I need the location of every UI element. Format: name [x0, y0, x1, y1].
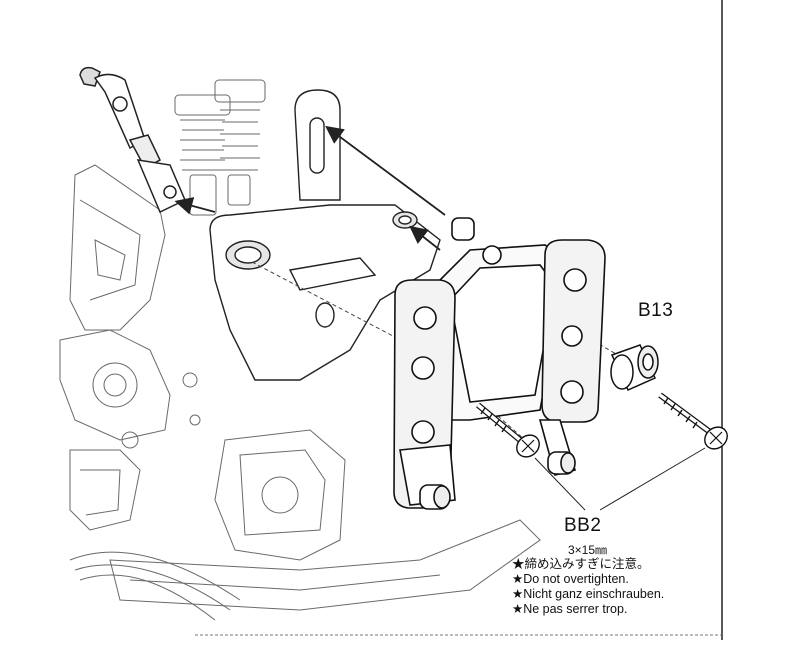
- damper-spring-left: [174, 94, 231, 216]
- damper-spring-center: [214, 79, 266, 206]
- screw-icon: [476, 392, 728, 458]
- arrow-to-mount: [409, 225, 441, 251]
- arrow-to-rod: [174, 197, 216, 215]
- part-size-bb2: 3×15㎜: [568, 543, 608, 557]
- note-french: ★Ne pas serrer trop.: [512, 602, 628, 616]
- note-english: ★Do not overtighten.: [512, 572, 629, 586]
- alignment-lines: [251, 261, 641, 441]
- arrow-to-tower: [325, 125, 446, 216]
- note-german: ★Nicht ganz einschrauben.: [512, 587, 665, 601]
- note-japanese: ★締め込みすぎに注意。: [512, 557, 650, 571]
- arrow-icon: [174, 125, 446, 251]
- chassis-background: [59, 79, 541, 621]
- bb2-leaders: [534, 447, 706, 511]
- caution-notes: ★締め込みすぎに注意。 ★Do not overtighten. ★Nicht …: [512, 557, 664, 617]
- mount-bracket: [393, 217, 606, 510]
- shock-tower: [209, 89, 441, 381]
- part-label-b13: B13: [638, 300, 674, 321]
- link-rod: [79, 66, 186, 214]
- collar-icon: [419, 451, 576, 510]
- collar-b13: [610, 344, 659, 391]
- part-label-bb2: BB2: [564, 515, 602, 536]
